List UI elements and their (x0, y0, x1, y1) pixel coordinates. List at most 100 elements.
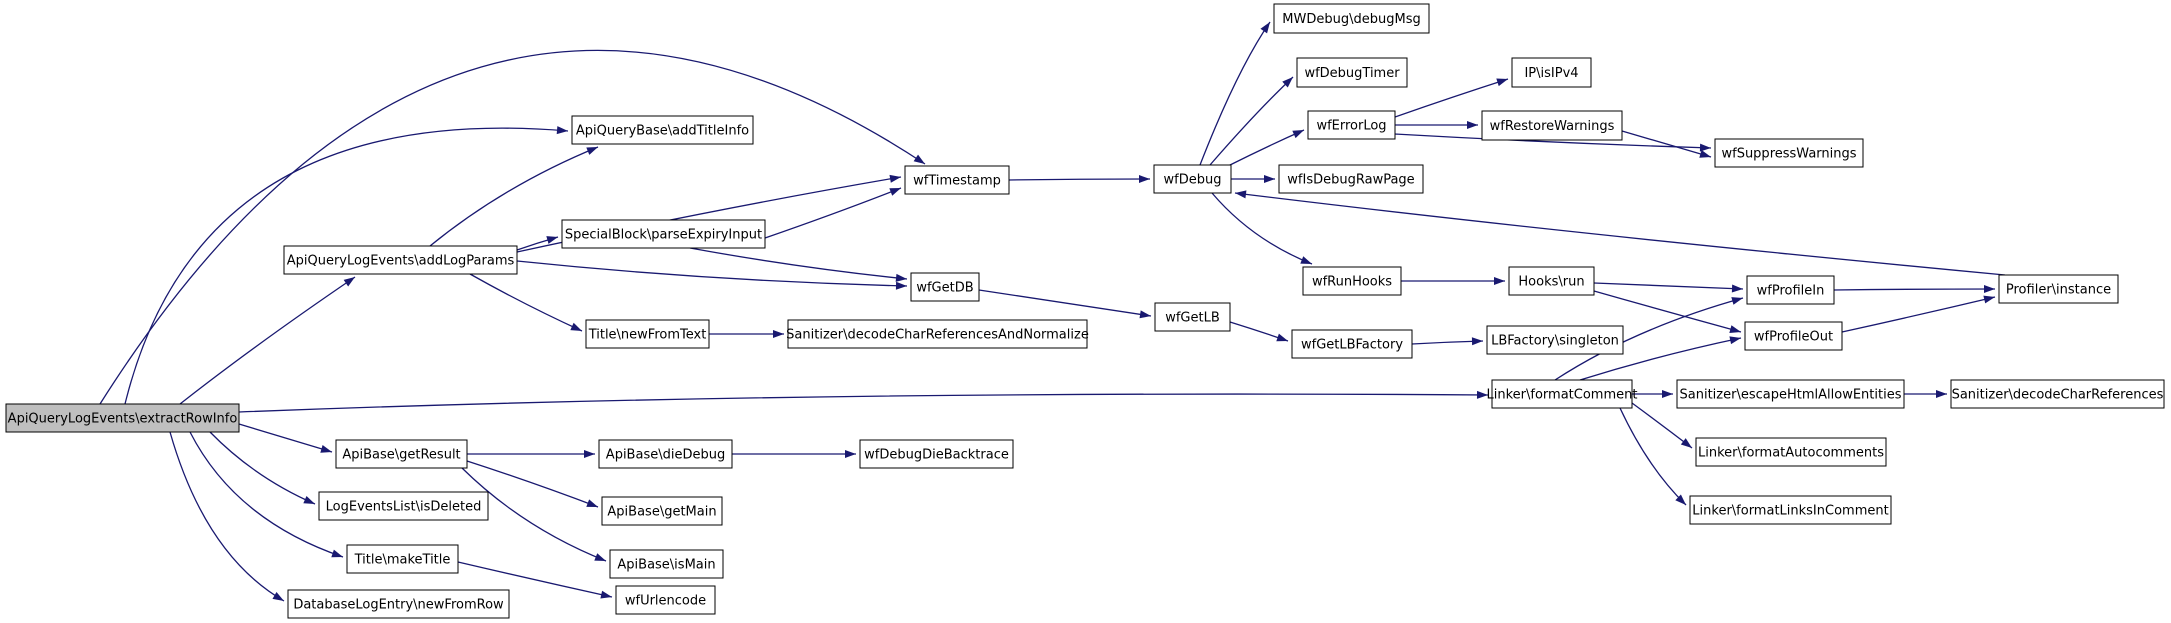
edge-getResult-to-dieDebug (466, 450, 595, 458)
node-newFromRow[interactable]: DatabaseLogEntry\newFromRow (287, 589, 510, 619)
arrowhead (1699, 143, 1711, 152)
node-wfDebug[interactable]: wfDebug (1153, 164, 1232, 194)
node-label-isMain: ApiBase\isMain (617, 558, 715, 573)
arrowhead (895, 273, 907, 282)
arrowhead (556, 126, 568, 135)
arrowhead (1675, 494, 1686, 505)
arrowhead (1983, 295, 1995, 304)
node-makeTitle[interactable]: Title\makeTitle (346, 544, 459, 574)
node-label-formatComment: Linker\formatComment (1487, 388, 1638, 403)
arrowhead (1699, 150, 1711, 158)
arrowhead (895, 281, 907, 290)
node-wfGetLB[interactable]: wfGetLB (1154, 302, 1231, 332)
node-wfSuppressWarnings[interactable]: wfSuppressWarnings (1714, 138, 1864, 168)
node-wfDebugDieBacktrace[interactable]: wfDebugDieBacktrace (859, 439, 1014, 469)
node-isDeleted[interactable]: LogEventsList\isDeleted (318, 491, 489, 521)
arrowhead (584, 450, 595, 458)
node-label-wfDebugDieBacktrace: wfDebugDieBacktrace (864, 448, 1009, 463)
arrowhead (331, 549, 343, 558)
arrowhead (889, 188, 901, 196)
node-label-wfGetLBFactory: wfGetLBFactory (1301, 338, 1403, 353)
node-wfDebugTimer[interactable]: wfDebugTimer (1296, 57, 1408, 88)
arrowhead (343, 277, 355, 287)
edge-wfGetLB-to-wfGetLBFactory (1229, 321, 1289, 342)
arrowhead (1260, 22, 1270, 34)
edge-dieDebug-to-wfDebugDieBacktrace (731, 450, 856, 458)
node-formatAutocomments[interactable]: Linker\formatAutocomments (1695, 437, 1887, 467)
arrowhead (1496, 78, 1508, 87)
node-wfIsDebugRawPage[interactable]: wfIsDebugRawPage (1278, 164, 1424, 194)
node-label-hooksRun: Hooks\run (1518, 275, 1584, 290)
node-escapeHtml[interactable]: Sanitizer\escapeHtmlAllowEntities (1676, 379, 1905, 409)
node-lbFactorySingleton[interactable]: LBFactory\singleton (1486, 325, 1624, 355)
arrowhead (303, 495, 315, 504)
edge-formatComment-to-formatLinksInComment (1619, 407, 1687, 506)
edge-wfGetLBFactory-to-lbFactorySingleton (1411, 337, 1484, 346)
edge-extractRowInfo-to-addTitleInfo (124, 126, 569, 405)
arrowhead (594, 553, 606, 561)
node-wfProfileIn[interactable]: wfProfileIn (1746, 275, 1835, 305)
node-isMain[interactable]: ApiBase\isMain (609, 549, 724, 579)
arrowhead (1467, 121, 1478, 129)
arrowhead (1984, 285, 1995, 293)
node-profilerInstance[interactable]: Profiler\instance (1998, 274, 2119, 304)
edge-titleNewFromText-to-decodeCharRefNorm (709, 330, 784, 338)
arrowhead (272, 592, 284, 601)
node-label-isIPv4: IP\isIPv4 (1524, 66, 1578, 81)
node-label-wfIsDebugRawPage: wfIsDebugRawPage (1287, 173, 1414, 188)
edge-extractRowInfo-to-isDeleted (209, 431, 316, 505)
edge-extractRowInfo-to-addLogParams (179, 276, 356, 405)
arrowhead (586, 147, 598, 155)
node-parseExpiryInput[interactable]: SpecialBlock\parseExpiryInput (561, 219, 766, 249)
node-titleNewFromText[interactable]: Title\newFromText (585, 319, 710, 349)
node-wfTimestamp[interactable]: wfTimestamp (904, 165, 1010, 195)
node-isIPv4[interactable]: IP\isIPv4 (1511, 57, 1592, 88)
node-hooksRun[interactable]: Hooks\run (1508, 266, 1595, 296)
node-wfGetLBFactory[interactable]: wfGetLBFactory (1291, 329, 1413, 359)
edge-wfRunHooks-to-hooksRun (1401, 277, 1505, 285)
edge-extractRowInfo-to-wfTimestamp (99, 49, 926, 405)
arrowhead (889, 174, 901, 183)
node-getMain[interactable]: ApiBase\getMain (601, 496, 723, 526)
edge-extractRowInfo-to-newFromRow (169, 431, 285, 602)
node-formatComment[interactable]: Linker\formatComment (1487, 379, 1638, 409)
arrowhead (1731, 297, 1743, 305)
node-wfProfileOut[interactable]: wfProfileOut (1744, 321, 1843, 351)
edge-makeTitle-to-wfUrlencode (457, 561, 613, 599)
node-label-wfProfileOut: wfProfileOut (1754, 330, 1833, 345)
arrowhead (845, 450, 856, 458)
node-wfErrorLog[interactable]: wfErrorLog (1307, 110, 1396, 140)
edge-getResult-to-isMain (461, 467, 607, 562)
node-formatLinksInComment[interactable]: Linker\formatLinksInComment (1689, 495, 1892, 525)
node-label-wfUrlencode: wfUrlencode (625, 594, 706, 609)
node-decodeCharRefs[interactable]: Sanitizer\decodeCharReferences (1950, 379, 2165, 409)
node-label-getMain: ApiBase\getMain (607, 505, 716, 520)
node-addLogParams[interactable]: ApiQueryLogEvents\addLogParams (283, 245, 518, 275)
node-dieDebug[interactable]: ApiBase\dieDebug (598, 439, 733, 469)
node-wfUrlencode[interactable]: wfUrlencode (615, 585, 716, 615)
node-label-wfRunHooks: wfRunHooks (1312, 275, 1392, 290)
node-wfRestoreWarnings[interactable]: wfRestoreWarnings (1481, 110, 1623, 141)
arrowhead (1235, 190, 1247, 199)
node-label-wfRestoreWarnings: wfRestoreWarnings (1490, 119, 1615, 134)
node-addTitleInfo[interactable]: ApiQueryBase\addTitleInfo (571, 115, 754, 145)
node-getResult[interactable]: ApiBase\getResult (335, 439, 468, 469)
arrowhead (1731, 284, 1743, 293)
node-label-decodeCharRefNorm: Sanitizer\decodeCharReferencesAndNormali… (786, 328, 1089, 343)
node-label-addLogParams: ApiQueryLogEvents\addLogParams (287, 254, 515, 269)
edge-addLogParams-to-parseExpiryInput (516, 236, 559, 251)
node-decodeCharRefNorm[interactable]: Sanitizer\decodeCharReferencesAndNormali… (786, 319, 1089, 349)
arrowhead (1264, 175, 1275, 183)
node-label-escapeHtml: Sanitizer\escapeHtmlAllowEntities (1680, 388, 1902, 403)
node-wfRunHooks[interactable]: wfRunHooks (1302, 266, 1402, 296)
node-label-lbFactorySingleton: LBFactory\singleton (1491, 334, 1619, 349)
arrowhead (1476, 390, 1488, 399)
edge-wfGetDB-to-wfGetLB (978, 289, 1152, 319)
node-wfGetDB[interactable]: wfGetDB (910, 272, 980, 302)
arrowhead (320, 445, 332, 453)
node-debugMsg[interactable]: MWDebug\debugMsg (1273, 3, 1430, 34)
edge-formatComment-to-wfProfileOut (1579, 336, 1742, 381)
nodes-layer: ApiQueryLogEvents\extractRowInfoApiQuery… (5, 3, 2165, 619)
